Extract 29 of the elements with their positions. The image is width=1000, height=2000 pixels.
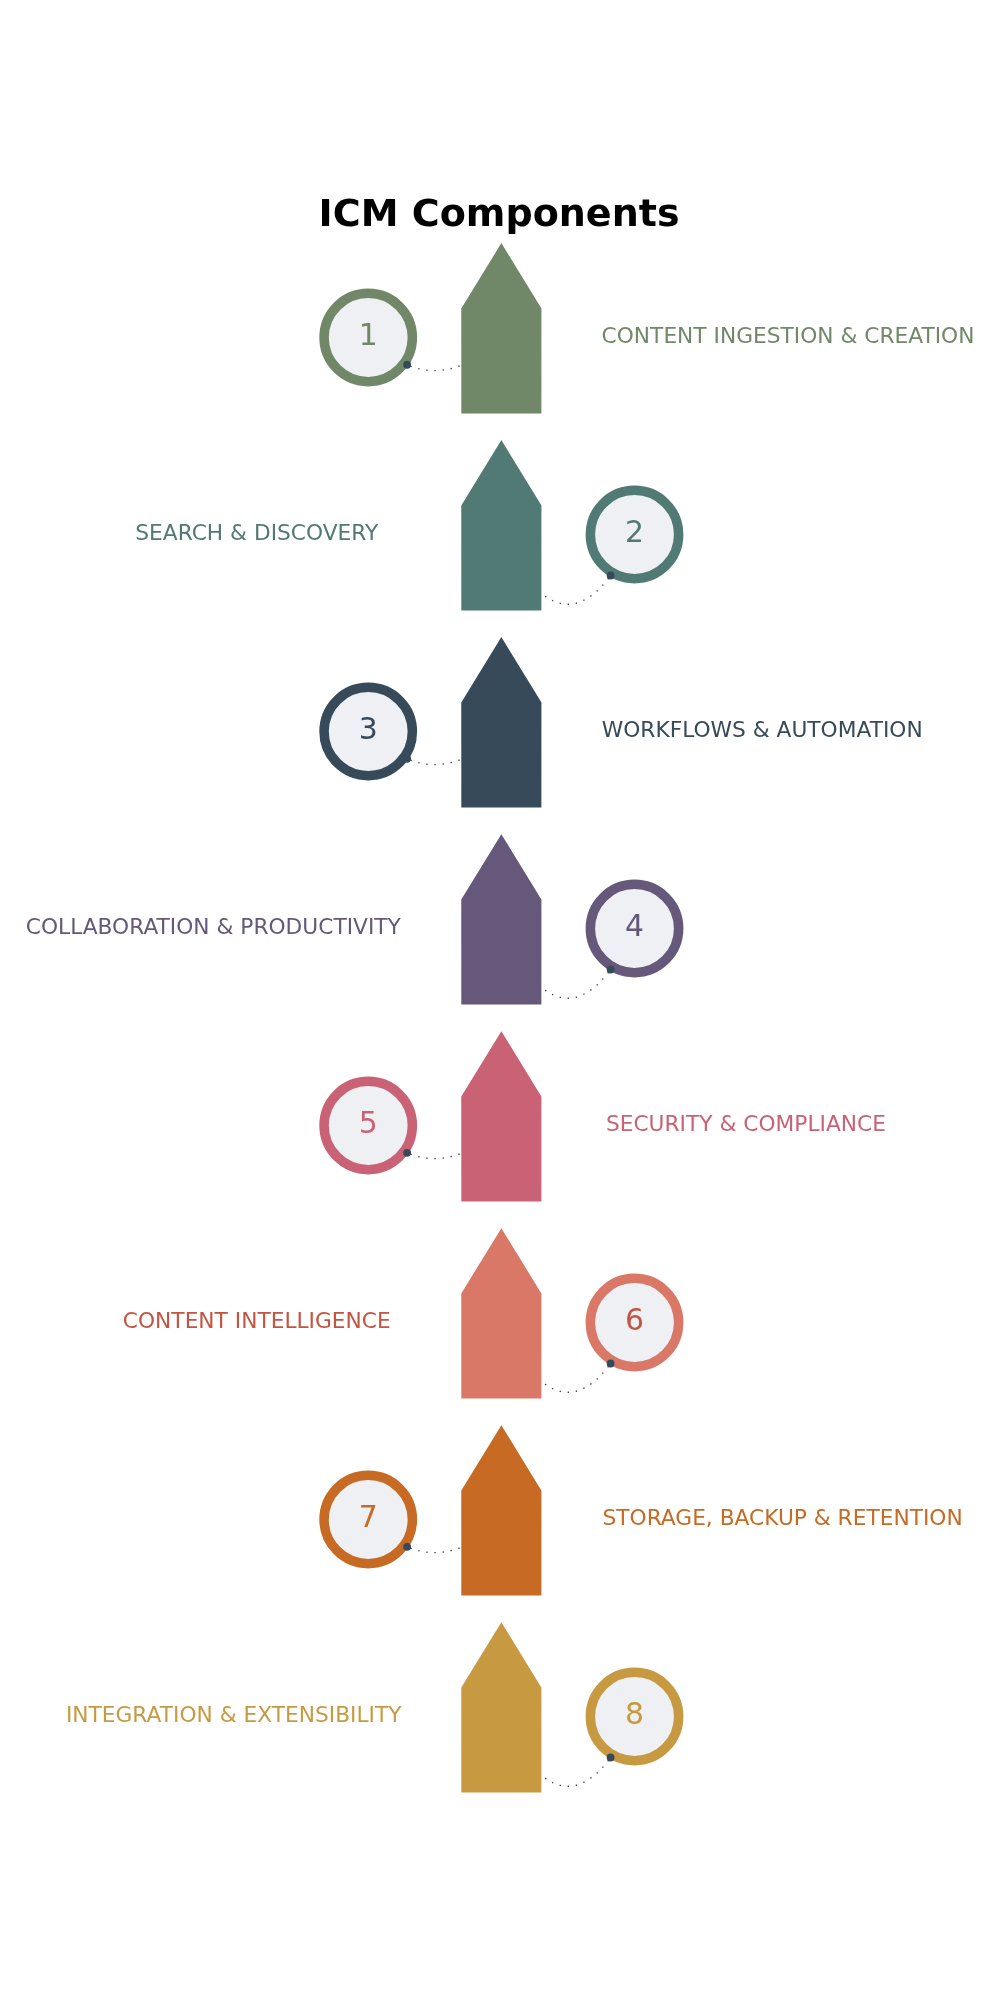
node-chevron (461, 636, 542, 807)
node-circle: 3 (319, 682, 418, 780)
node-label: WORKFLOWS & AUTOMATION (601, 716, 923, 742)
node-label: SECURITY & COMPLIANCE (605, 1110, 886, 1136)
node-label: SEARCH & DISCOVERY (135, 519, 379, 545)
node-chevron (461, 1227, 542, 1398)
connector (403, 1148, 463, 1159)
diagram-title: ICM Components (318, 190, 680, 235)
connector (403, 1542, 463, 1553)
node-chevron (461, 1030, 542, 1201)
node-circle: 6 (585, 1273, 684, 1371)
node-circle: 1 (319, 288, 418, 386)
node-circle: 7 (319, 1470, 418, 1568)
node-chevron (461, 1424, 542, 1595)
node-chevron (461, 439, 542, 610)
node-circle: 4 (585, 879, 684, 977)
node-label: COLLABORATION & PRODUCTIVITY (25, 913, 401, 939)
node-label: CONTENT INTELLIGENCE (122, 1307, 391, 1333)
node-circle: 2 (585, 485, 684, 583)
node-chevron (461, 1621, 542, 1792)
node-circle: 8 (585, 1667, 684, 1765)
node-chevron (461, 242, 542, 413)
connector (403, 360, 463, 371)
node-label: INTEGRATION & EXTENSIBILITY (65, 1701, 402, 1727)
node-label: STORAGE, BACKUP & RETENTION (602, 1504, 963, 1530)
node-label: CONTENT INGESTION & CREATION (601, 322, 975, 348)
connector (403, 754, 463, 765)
node-chevron (461, 833, 542, 1004)
node-circle: 5 (319, 1076, 418, 1174)
